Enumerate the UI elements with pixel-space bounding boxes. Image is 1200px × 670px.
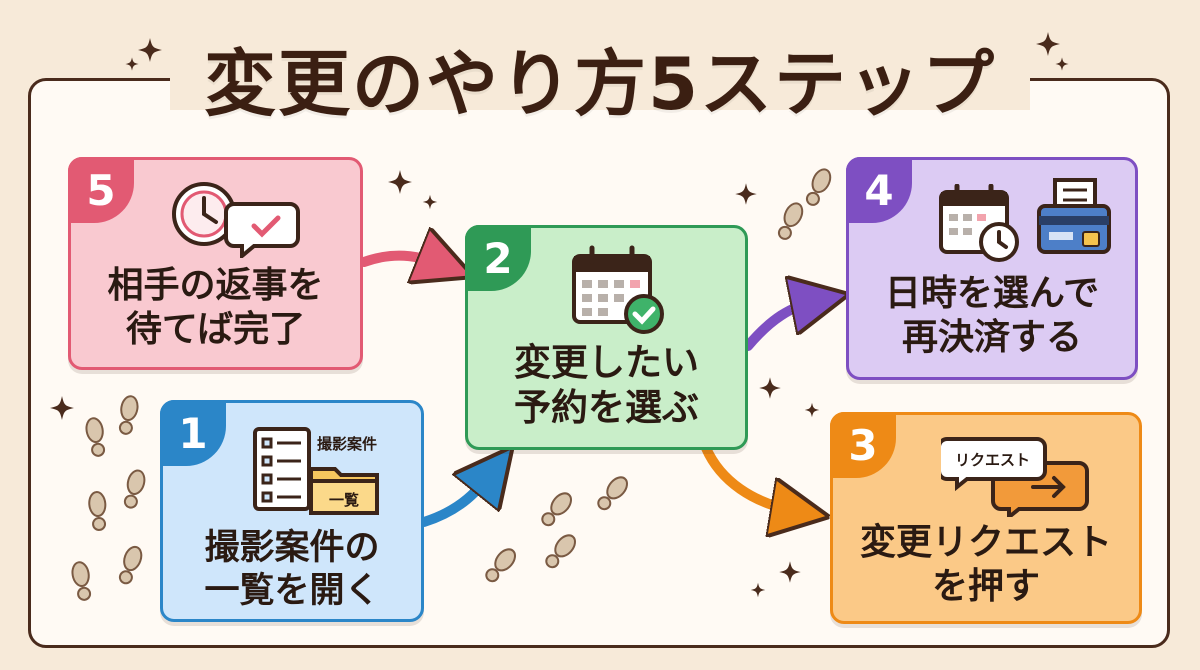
step-3-badge: 3 — [830, 412, 896, 478]
step-1-card: 1 撮影案件 一覧 撮影案件の 一覧を開く — [160, 400, 424, 622]
clock-chat-icon — [172, 182, 300, 258]
svg-text:一覧: 一覧 — [329, 491, 359, 509]
arrow-step1-to-step2 — [419, 470, 494, 527]
icon-label: 撮影案件 — [317, 435, 377, 453]
title-background — [170, 50, 1030, 110]
arrow-step2-to-step3 — [701, 443, 800, 512]
folder-icon: 一覧 — [309, 467, 379, 515]
svg-text:リクエスト: リクエスト — [955, 451, 1030, 469]
step-5-text: 相手の返事を 待てば完了 — [107, 265, 324, 350]
chat-bubble-icon: リクエスト — [941, 437, 1089, 517]
calendar-check-icon — [572, 245, 664, 334]
arrow-step5-to-step2 — [359, 256, 446, 266]
title-area: 変更のやり方5ステップ — [150, 22, 1050, 132]
step-1-badge: 1 — [160, 400, 226, 466]
step-3-text: 変更リクエスト を押す — [859, 522, 1112, 607]
step-3-card: 3 リクエスト 変更リクエスト を押す — [830, 412, 1142, 624]
step-1-text: 撮影案件の 一覧を開く — [204, 528, 380, 611]
step-4-badge: 4 — [846, 157, 912, 223]
step-5-badge: 5 — [68, 157, 134, 223]
calendar-clock-icon — [939, 184, 1019, 262]
step-4-card: 4 日時を選んで 再決済する — [846, 157, 1138, 380]
step-2-card: 2 変更したい 予約を選ぶ — [465, 225, 748, 450]
arrow-step2-to-step4 — [743, 300, 820, 351]
step-4-text: 日時を選んで 再決済する — [884, 273, 1100, 358]
clock-icon — [979, 222, 1019, 262]
step-2-badge: 2 — [465, 225, 531, 291]
step-2-text: 変更したい 予約を選ぶ — [514, 341, 699, 430]
list-document-icon: 撮影案件 一覧 — [253, 427, 379, 515]
page-title: 変更のやり方5ステップ — [203, 41, 997, 126]
step-5-card: 5 相手の返事を 待てば完了 — [68, 157, 363, 370]
credit-card-icon — [1037, 178, 1111, 254]
